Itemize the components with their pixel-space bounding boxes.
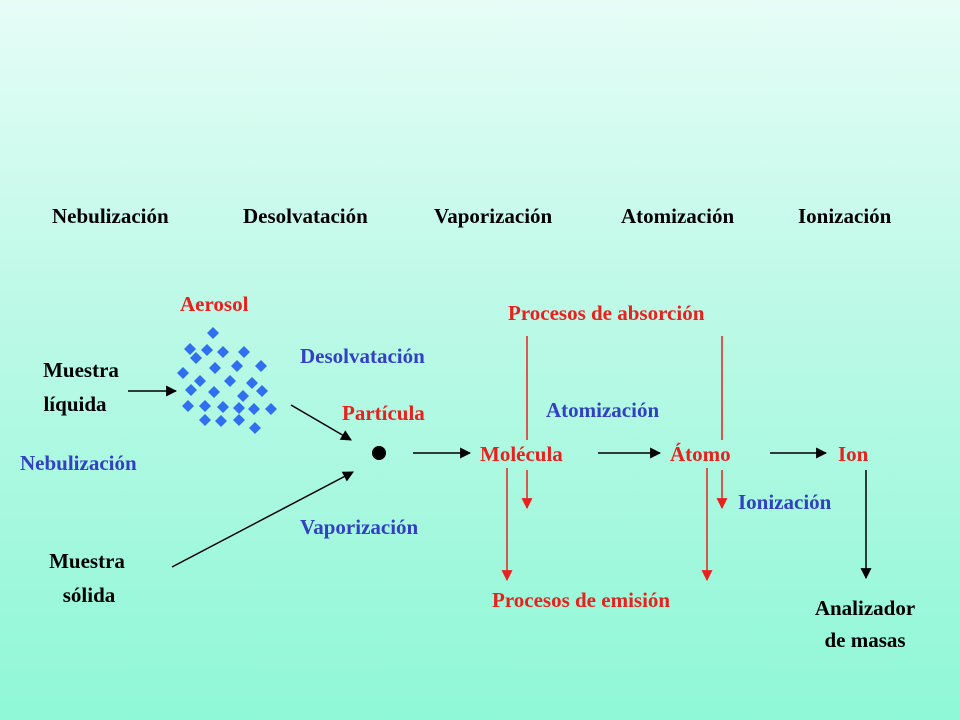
label-molecula: Molécula — [480, 442, 563, 466]
aerosol-droplet — [217, 401, 229, 413]
aerosol-droplet — [190, 352, 202, 364]
aerosol-droplet — [249, 422, 261, 434]
label-muestra-solida-1: Muestra — [49, 549, 125, 573]
header-stage-desolvatacion: Desolvatación — [243, 204, 368, 228]
label-vaporizacion: Vaporización — [300, 515, 419, 539]
aerosol-droplet — [208, 386, 220, 398]
aerosol-droplet — [217, 346, 229, 358]
aerosol-droplet — [233, 414, 245, 426]
aerosol-droplet — [231, 360, 243, 372]
label-procesos-absorcion: Procesos de absorción — [508, 301, 705, 325]
aerosol-droplet — [255, 360, 267, 372]
aerosol-droplet — [207, 327, 219, 339]
particle-dot — [372, 446, 386, 460]
aerosol-droplet — [256, 385, 268, 397]
label-nebulizacion: Nebulización — [20, 451, 137, 475]
label-muestra-liquida-1: Muestra — [43, 358, 119, 382]
aerosol-droplet — [185, 384, 197, 396]
aerosol-droplet — [184, 343, 196, 355]
header-stage-ionizacion: Ionización — [798, 204, 892, 228]
label-analizador-1: Analizador — [814, 596, 916, 620]
label-ionizacion: Ionización — [738, 490, 832, 514]
label-muestra-liquida-2: líquida — [43, 392, 107, 416]
label-atomizacion: Atomización — [546, 398, 660, 422]
label-desolvatacion: Desolvatación — [300, 344, 425, 368]
header-stage-atomizacion: Atomización — [621, 204, 735, 228]
label-particula: Partícula — [342, 401, 425, 425]
aerosol-droplet — [209, 362, 221, 374]
label-analizador-2: de masas — [824, 628, 906, 652]
aerosol-droplet — [233, 402, 245, 414]
aerosol-droplet — [182, 400, 194, 412]
aerosol-droplet — [194, 375, 206, 387]
header-stage-vaporizacion: Vaporización — [434, 204, 553, 228]
aerosol-droplets — [177, 327, 277, 434]
aerosol-droplet — [248, 403, 260, 415]
label-atomo: Átomo — [670, 442, 731, 466]
aerosol-droplet — [199, 414, 211, 426]
aerosol-droplet — [265, 403, 277, 415]
aerosol-droplet — [199, 400, 211, 412]
label-procesos-emision: Procesos de emisión — [492, 588, 671, 612]
arrow-solida-to-particula — [171, 471, 354, 568]
aerosol-droplet — [246, 377, 258, 389]
header-stage-nebulizacion: Nebulización — [52, 204, 169, 228]
label-ion: Ion — [838, 442, 869, 466]
aerosol-droplet — [238, 346, 250, 358]
label-muestra-solida-2: sólida — [62, 583, 116, 607]
aerosol-droplet — [215, 415, 227, 427]
aerosol-droplet — [201, 344, 213, 356]
aerosol-droplet — [224, 375, 236, 387]
arrow-aerosol-to-particula — [290, 404, 352, 441]
aerosol-droplet — [237, 390, 249, 402]
aerosol-droplet — [177, 367, 189, 379]
label-aerosol: Aerosol — [180, 292, 249, 316]
